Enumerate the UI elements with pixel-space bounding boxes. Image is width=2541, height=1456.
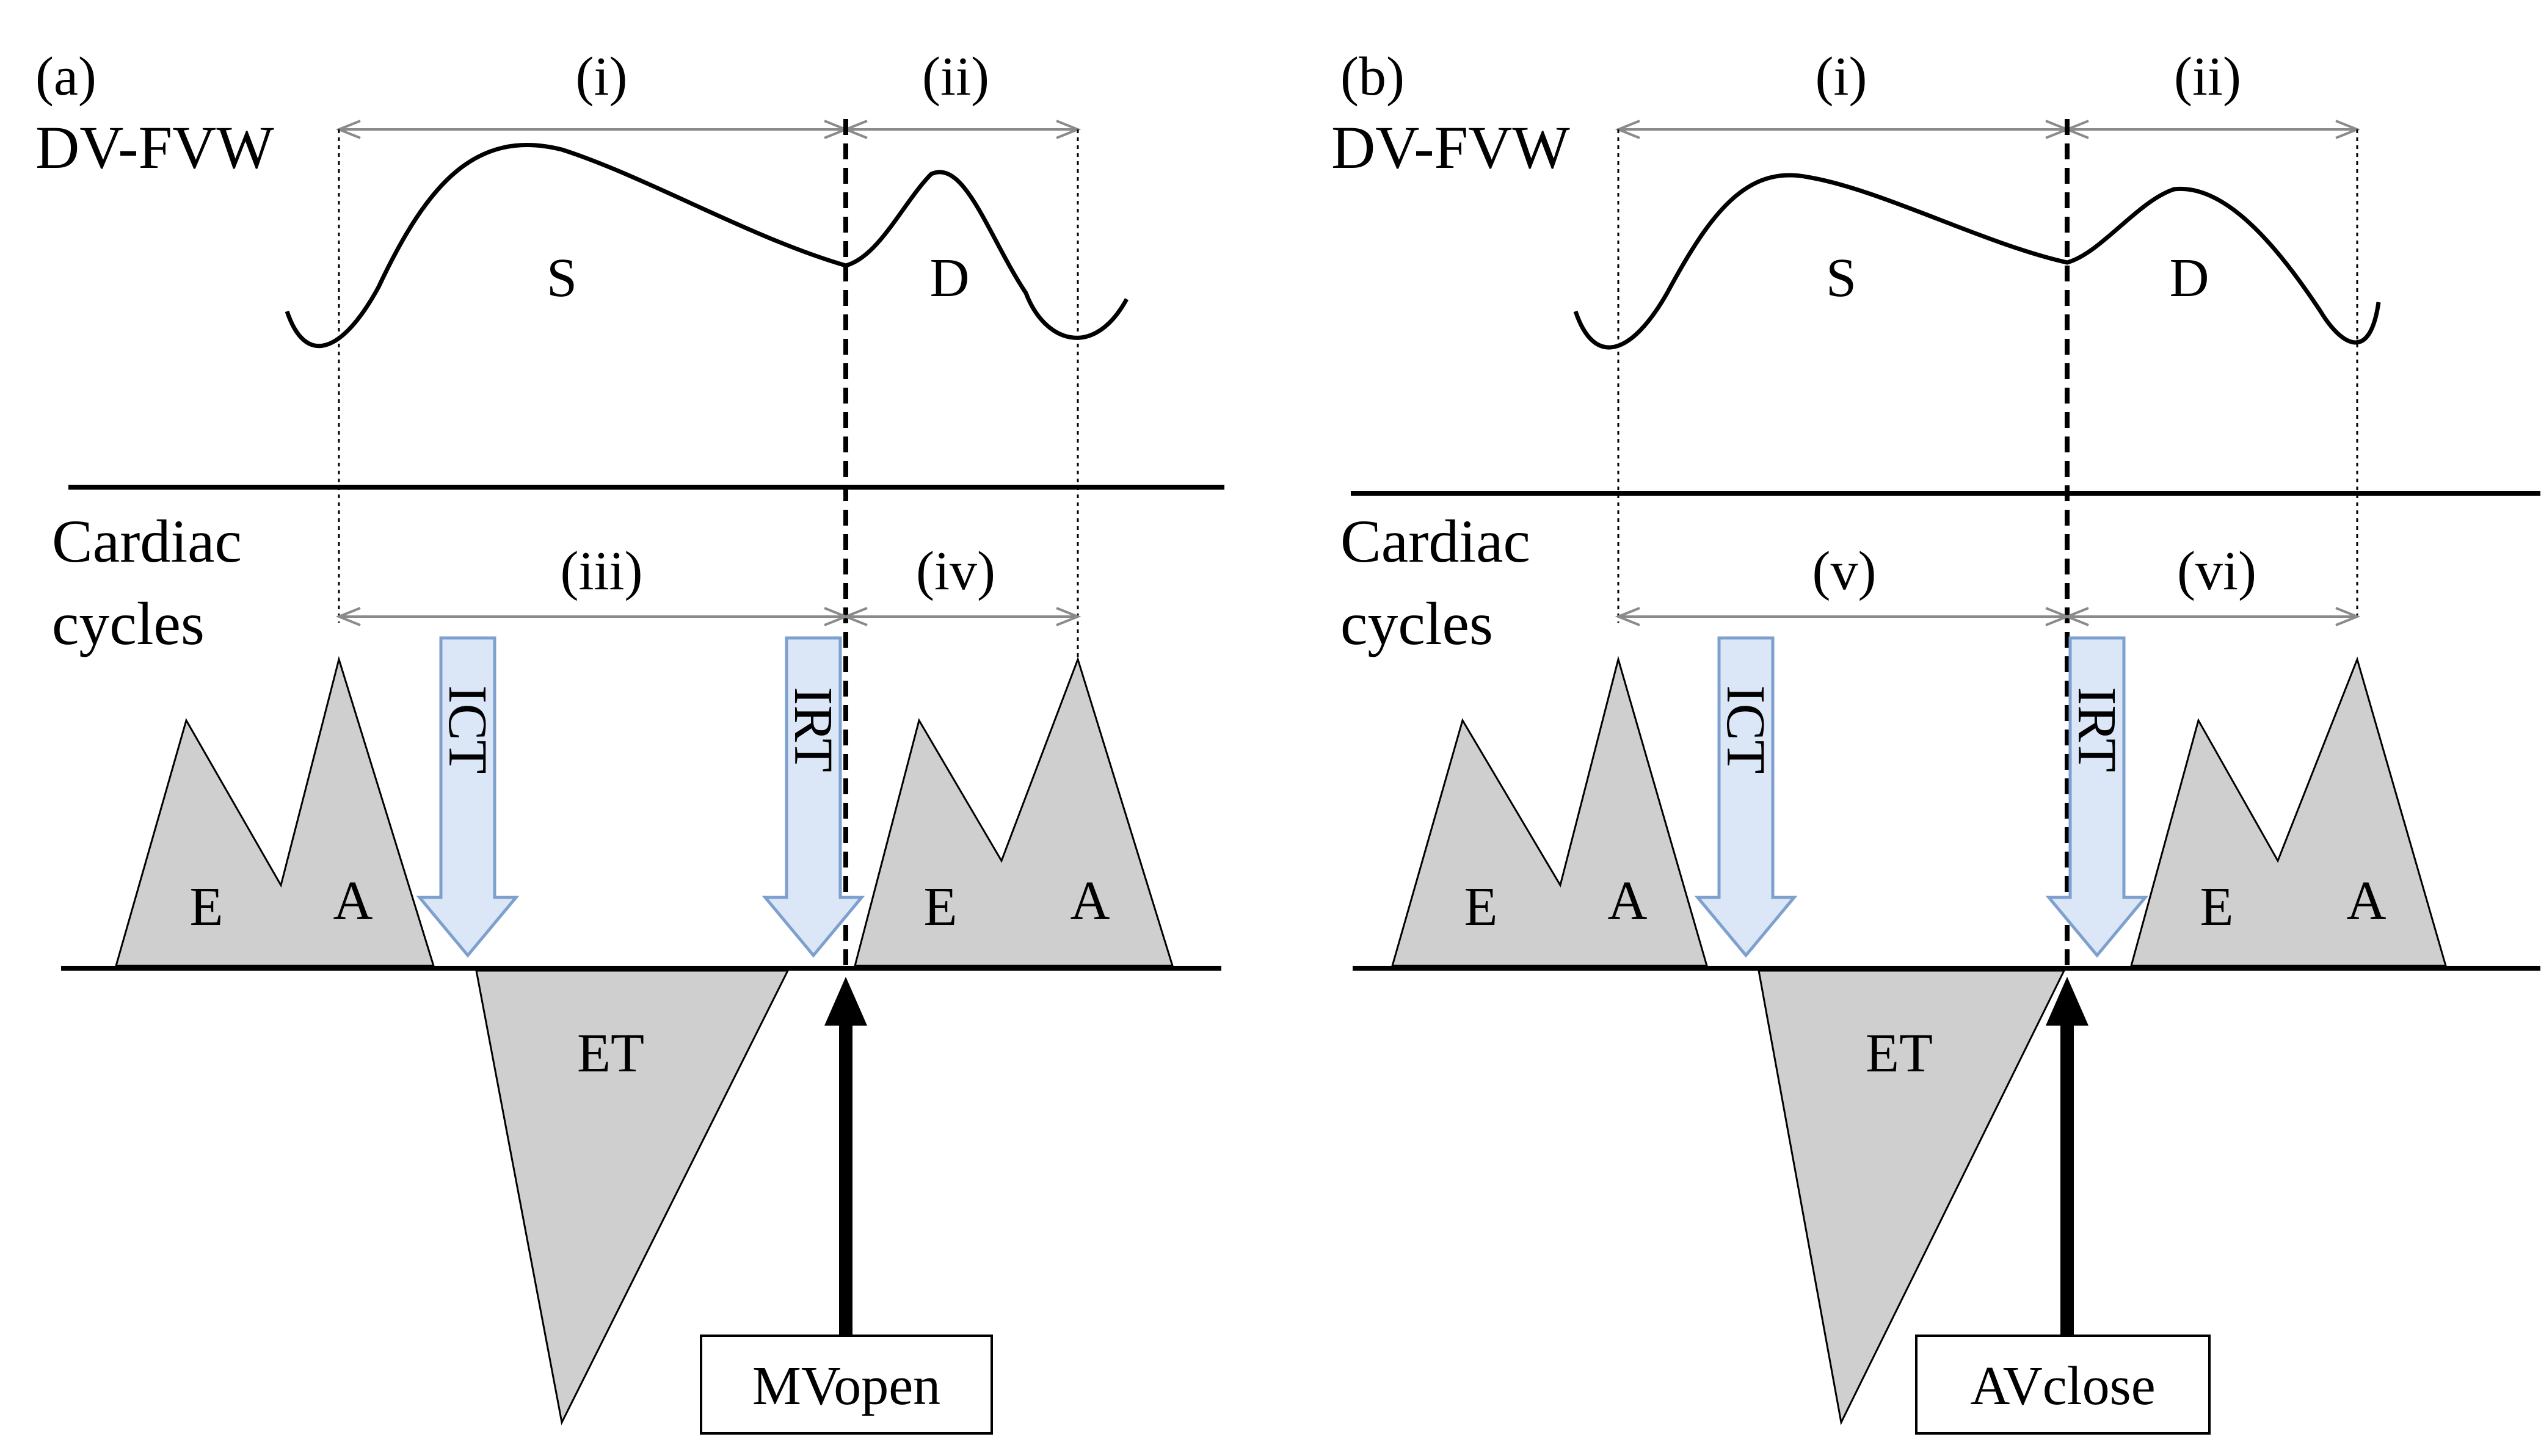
panel-a-interval-iv: (iv) (916, 541, 995, 601)
panel-b-s-wave-label: S (1826, 248, 1856, 308)
panel-a-ea-wave-left (115, 656, 435, 967)
panel-a-ict-label: ICT (437, 686, 498, 774)
panel-b-event-arrowhead (2046, 977, 2088, 1026)
panel-a-label: (a) (35, 46, 96, 107)
panel-a-e-label-right: E (924, 877, 958, 937)
panel-b-e-label-left: E (1464, 877, 1498, 937)
panel-a-irt-arrow (762, 636, 865, 958)
panel-b-wave-label: DV-FVW (1331, 114, 1570, 181)
panel-a-d-wave-label: D (930, 248, 970, 308)
panel-a-event-arrowhead (824, 977, 867, 1026)
panel-b-e-label-right: E (2200, 877, 2234, 937)
panel-a-ea-wave-right (854, 656, 1174, 967)
panel-a-et-label: ET (577, 1023, 644, 1084)
arrowhead (1056, 607, 1081, 626)
panel-b-label: (b) (1340, 46, 1405, 107)
panel-b-irt-label: IRT (2067, 687, 2127, 772)
panel-b-interval-v: (v) (1812, 541, 1877, 601)
panel-b-irt-arrow (2045, 636, 2149, 958)
panel-b-a-label-right: A (2347, 871, 2387, 931)
panel-b-ea-wave-right (2130, 656, 2447, 967)
arrowhead (2063, 607, 2089, 626)
dv-fvw-waveform (285, 143, 1129, 349)
panel-a: (a) DV-FVW (i) (ii) S D Cardiac cycles (… (35, 46, 1224, 1435)
panel-b-event-box (1915, 1335, 2211, 1435)
panel-a-cycle-label-2: cycles (52, 590, 205, 657)
panel-a-interval-i: (i) (576, 46, 628, 107)
panel-b-d-wave-label: D (2170, 248, 2209, 308)
panel-a-wave-label: DV-FVW (35, 114, 274, 181)
panel-b-et-label: ET (1866, 1023, 1933, 1084)
dv-fvw-waveform (1573, 173, 2381, 350)
arrowhead (335, 607, 361, 626)
panel-a-interval-ii: (ii) (922, 46, 989, 107)
panel-b-cycle-label-2: cycles (1340, 590, 1493, 657)
panel-a-a-label-left: A (333, 871, 373, 931)
panel-a-cycle-label-1: Cardiac (52, 507, 242, 575)
panel-b: (b) DV-FVW (i) (ii) S D Cardiac cycles (… (1331, 46, 2540, 1435)
arrowhead (842, 607, 868, 626)
panel-a-s-wave-label: S (547, 248, 577, 308)
panel-b-interval-i: (i) (1816, 46, 1867, 107)
panel-b-interval-vi: (vi) (2177, 541, 2256, 601)
panel-a-event-label: MVopen (752, 1356, 940, 1416)
arrowhead (2335, 607, 2361, 626)
panel-a-event-box (700, 1335, 993, 1435)
panel-a-e-label-left: E (190, 877, 224, 937)
panel-b-ict-label: ICT (1715, 686, 1776, 774)
panel-b-ea-wave-left (1391, 656, 1708, 967)
arrowhead (1615, 607, 1640, 626)
panel-a-irt-label: IRT (783, 687, 843, 772)
panel-b-ict-arrow (1694, 636, 1798, 958)
panel-b-cycle-label-1: Cardiac (1340, 507, 1530, 575)
panel-a-interval-iii: (iii) (561, 541, 643, 601)
panel-b-a-label-left: A (1608, 871, 1648, 931)
panel-a-a-label-right: A (1071, 871, 1110, 931)
panel-b-event-label: AVclose (1970, 1356, 2155, 1416)
panel-a-ict-arrow (416, 636, 520, 958)
panel-b-interval-ii: (ii) (2174, 46, 2241, 107)
